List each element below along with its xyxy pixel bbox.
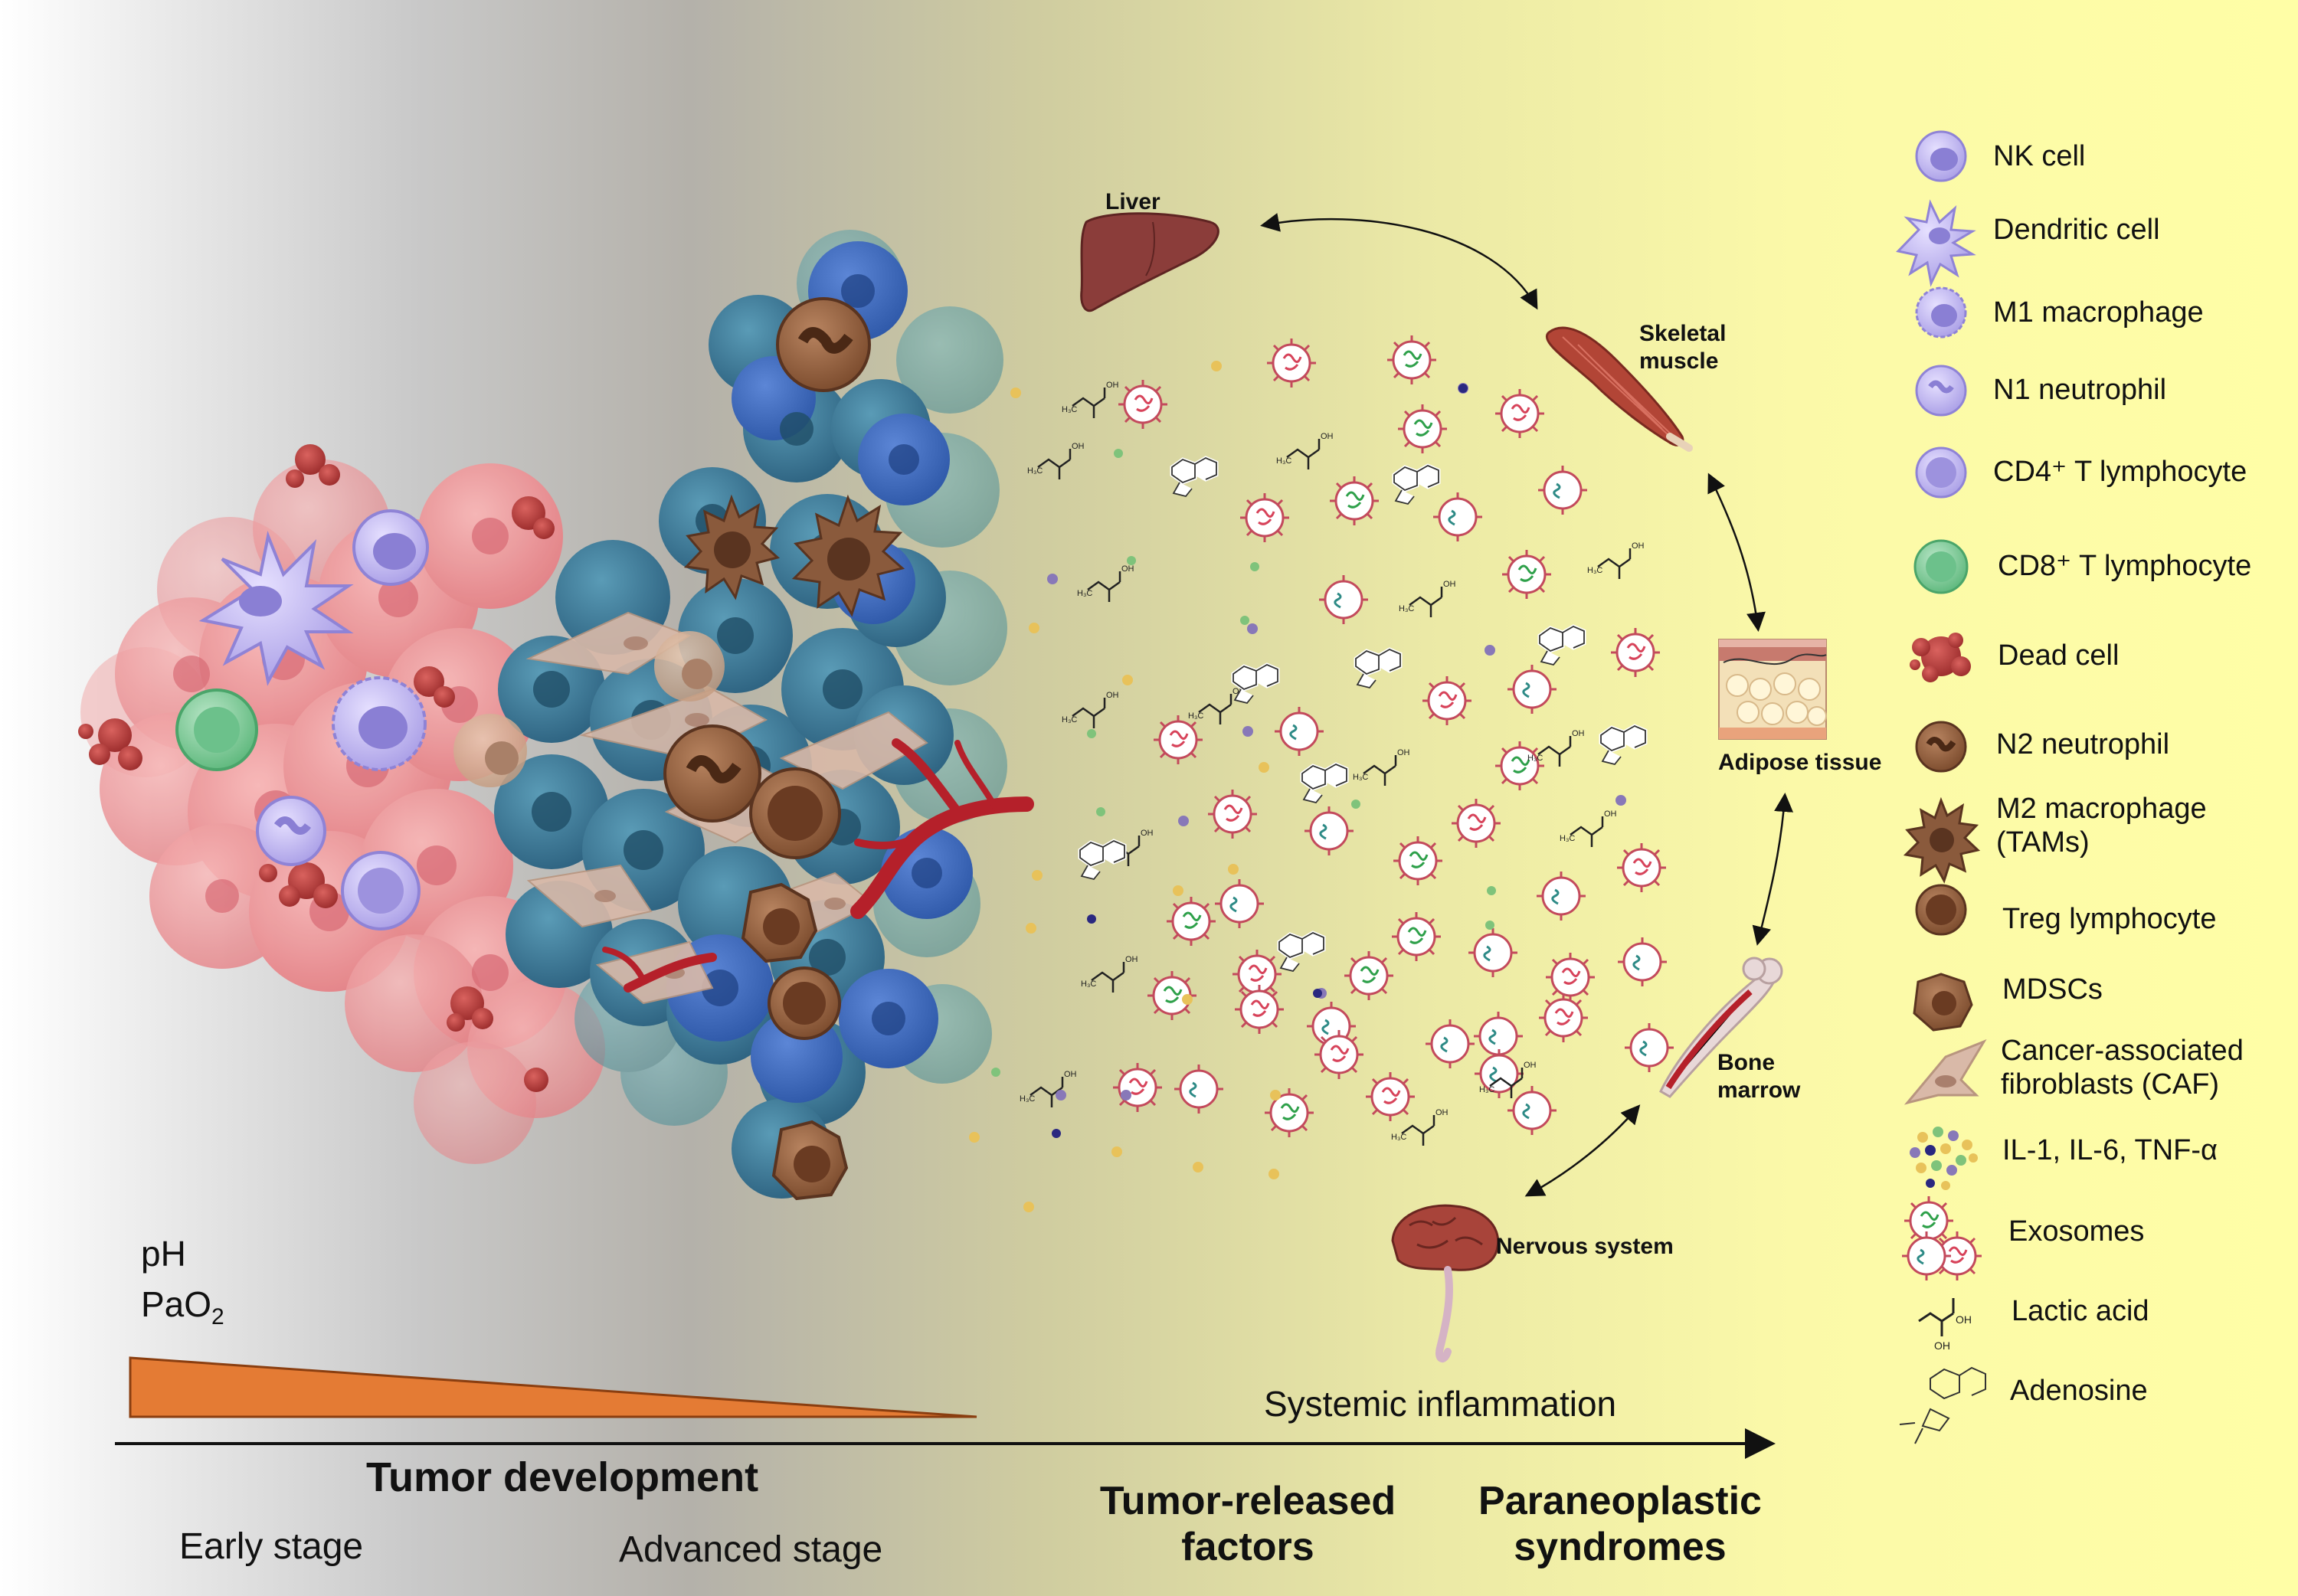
n2-neutrophil-icon: [1915, 721, 1967, 773]
exosomes-field: [1111, 334, 1675, 1139]
bone-marrow-illustration: [1659, 957, 1783, 1098]
adenosine-icon: [1899, 1366, 1986, 1444]
m2-macrophage-icon: [1903, 796, 1981, 884]
liver-label: Liver: [1105, 189, 1160, 214]
cd8-t-lymphocyte-icon: [1913, 539, 1969, 594]
legend-label-exosomes: Exosomes: [2008, 1215, 2145, 1248]
pao2-subscript: 2: [211, 1304, 224, 1330]
legend-label-m2-macrophage: M2 macrophage (TAMs): [1996, 792, 2207, 859]
n1-neutrophil: [256, 796, 326, 866]
tumor-released-factors-label: Tumor-released factors: [1091, 1478, 1405, 1570]
cd4-t-lymphocyte: [341, 851, 421, 930]
dead-cell-icon: [1910, 633, 1971, 682]
bone-marrow-label-line1: Bone: [1717, 1050, 1775, 1075]
mdsc: [741, 882, 818, 963]
n2-neutrophil: [776, 297, 871, 392]
paraneoplastic-syndromes-label: Paraneoplastic syndromes: [1459, 1478, 1781, 1570]
dead-cells: [78, 444, 555, 1092]
m2-macrophage-2: [791, 494, 905, 617]
legend-label-mdscs: MDSCs: [2002, 973, 2103, 1006]
paraneoplastic-line1: Paraneoplastic: [1478, 1479, 1762, 1523]
legend-label-m2-line1: M2 macrophage: [1996, 793, 2207, 825]
legend-label-caf-line2: fibroblasts (CAF): [2001, 1068, 2220, 1101]
cytokine-dots: [969, 361, 1626, 1212]
advanced-stage-label: Advanced stage: [619, 1529, 883, 1570]
dendritic-cell: [198, 531, 354, 686]
skeletal-muscle-label-line1: Skeletal: [1639, 321, 1727, 346]
legend-label-cytokines: IL-1, IL-6, TNF-α: [2002, 1134, 2218, 1166]
legend-label-n2-neutrophil: N2 neutrophil: [1996, 728, 2170, 760]
exosomes-icon: [1900, 1195, 1983, 1282]
legend-label-cd4-t-lymphocyte: CD4⁺ T lymphocyte: [1993, 456, 2247, 488]
early-stage-label: Early stage: [179, 1526, 364, 1567]
adipose-tissue-label: Adipose tissue: [1718, 750, 1882, 775]
nervous-system-label: Nervous system: [1496, 1234, 1674, 1259]
systemic-inflammation-label: Systemic inflammation: [1264, 1384, 1617, 1424]
tumor-released-line2: factors: [1181, 1525, 1314, 1569]
treg-lymphocyte-icon: [1915, 884, 1967, 936]
dendritic-cell-icon: [1896, 199, 1976, 287]
lactic-acid-icon: OH OH: [1918, 1298, 1972, 1352]
brain-illustration: [1391, 1204, 1500, 1362]
bone-marrow-label-line2: marrow: [1717, 1078, 1801, 1103]
liver-illustration: [1080, 212, 1219, 312]
tan-cells: [453, 631, 725, 787]
legend-label-adenosine: Adenosine: [2010, 1375, 2148, 1407]
legend-label-cd8-t-lymphocyte: CD8⁺ T lymphocyte: [1998, 550, 2252, 582]
legend-label-n1-neutrophil: N1 neutrophil: [1993, 374, 2167, 406]
cd4-t-lymphocyte-icon: [1915, 446, 1967, 499]
legend-label-caf: Cancer-associated fibroblasts (CAF): [2001, 1034, 2244, 1101]
legend-label-m2-line2: (TAMs): [1996, 826, 2090, 859]
m1-macrophage-icon: [1915, 286, 1967, 338]
skeletal-muscle-illustration: [1545, 326, 1693, 452]
nk-cell: [352, 509, 429, 586]
legend-label-lactic-acid: Lactic acid: [2012, 1295, 2149, 1327]
nk-cell-icon: [1915, 130, 1967, 182]
mdsc-icon: [1913, 973, 1973, 1032]
bone-marrow-label: Bone marrow: [1717, 1049, 1800, 1104]
caf-icon: [1904, 1038, 1987, 1105]
legend-icons: OH OH: [1896, 130, 1987, 1444]
legend-label-treg-lymphocyte: Treg lymphocyte: [2002, 903, 2217, 935]
legend-label-dendritic-cell: Dendritic cell: [1993, 214, 2160, 246]
legend-label-m1-macrophage: M1 macrophage: [1993, 296, 2204, 329]
blood-vessels: [602, 738, 1034, 993]
legend-label-nk-cell: NK cell: [1993, 140, 2086, 172]
treg-lymphocyte: [749, 767, 841, 859]
skeletal-muscle-label-line2: muscle: [1639, 348, 1719, 374]
skeletal-muscle-label: Skeletal muscle: [1639, 320, 1726, 375]
treg-lymphocyte-2: [768, 966, 841, 1040]
cytokines-icon: [1910, 1127, 1978, 1190]
tumor-development-label: Tumor development: [366, 1454, 759, 1500]
organ-arrows: [1260, 213, 1794, 1197]
legend-label-caf-line1: Cancer-associated: [2001, 1035, 2244, 1067]
pao2-label: PaO2: [141, 1284, 224, 1330]
ph-label: pH: [141, 1234, 186, 1274]
m1-macrophage: [332, 676, 427, 771]
svg-text:OH: OH: [1934, 1339, 1950, 1352]
gradient-wedge: [129, 1356, 977, 1418]
n1-neutrophil-icon: [1915, 365, 1967, 417]
pao2-main: PaO: [141, 1284, 212, 1324]
n2-neutrophil-2: [663, 724, 761, 823]
legend-label-dead-cell: Dead cell: [1998, 639, 2120, 672]
mdsc-2: [771, 1120, 849, 1201]
tumor-released-line1: Tumor-released: [1099, 1479, 1396, 1523]
svg-text:OH: OH: [1956, 1313, 1972, 1326]
cd8-t-lymphocyte: [175, 688, 258, 771]
paraneoplastic-line2: syndromes: [1514, 1525, 1727, 1569]
adipose-tissue-illustration: [1718, 639, 1827, 740]
m2-macrophage: [683, 494, 781, 600]
